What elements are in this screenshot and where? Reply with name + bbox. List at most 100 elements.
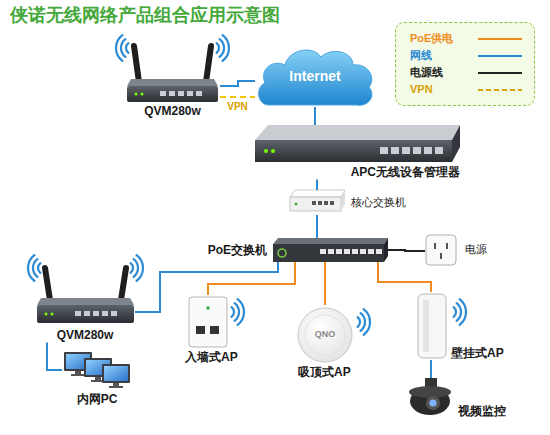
wall-mount-ap-illustration-part (418, 294, 446, 358)
connector-line (388, 250, 425, 251)
poe-switch-illustration-part (336, 249, 342, 254)
wifi-waves-part (223, 35, 229, 61)
core-switch-illustration-part (295, 203, 298, 206)
node-label: Internet (289, 68, 340, 85)
wifi-waves-part (361, 313, 365, 331)
connector-line (47, 342, 62, 370)
wifi-waves-part (33, 259, 37, 277)
router-illustration-part (169, 91, 175, 96)
core-switch-illustration-part (324, 201, 328, 205)
connector-line (430, 360, 432, 378)
controller-illustration-part (452, 125, 460, 162)
router-illustration-part (84, 311, 90, 316)
controller-illustration-part (402, 147, 410, 154)
wifi-waves-part (457, 303, 461, 321)
connector-line (135, 262, 278, 312)
wall-plate-ap-illustration-part (196, 326, 205, 334)
controller-illustration (255, 125, 460, 162)
core-switch-illustration (290, 190, 345, 211)
legend-line (478, 55, 522, 57)
legend-line (478, 89, 522, 91)
legend-text: 网线 (410, 49, 470, 62)
legend-row: 网线 (410, 47, 524, 64)
logo-text: QNO (305, 329, 345, 340)
connector-line (378, 262, 431, 292)
wall-plate-ap-illustration-part (206, 306, 210, 310)
outlet-illustration (426, 235, 456, 265)
camera-illustration-part (426, 396, 440, 410)
wall-plate-ap-illustration (189, 297, 227, 347)
router-illustration-part (127, 86, 218, 102)
icon-space (290, 190, 345, 215)
router-illustration-part (93, 311, 99, 316)
connector-line (324, 262, 326, 305)
wall-mount-ap-illustration-part (423, 300, 429, 352)
legend-text: 电源线 (410, 66, 470, 79)
camera-illustration-part (409, 386, 451, 398)
icon-space (185, 295, 250, 350)
router-illustration-part (187, 91, 193, 96)
poe-switch-illustration-part (320, 249, 326, 254)
icon-space (125, 34, 220, 104)
poe-switch-illustration-part (352, 249, 358, 254)
pc-illustration-part (75, 371, 81, 374)
router-illustration-part (141, 93, 144, 96)
poe-switch-illustration-part (376, 249, 382, 254)
wifi-waves-part (116, 35, 122, 61)
ceiling-ap-illustration-part (305, 315, 345, 355)
wifi-waves-part (235, 303, 239, 321)
router-illustration-part (45, 268, 50, 300)
router-illustration-part (51, 313, 54, 316)
core-switch-illustration-part (290, 197, 341, 211)
legend-line-sample (476, 35, 524, 43)
outlet-illustration-part (446, 243, 448, 249)
router-illustration-part (134, 46, 139, 82)
router-illustration-part (178, 91, 184, 96)
wall-plate-ap-illustration-part (189, 297, 227, 347)
controller-illustration-part (271, 149, 275, 153)
connector-line (220, 96, 255, 98)
wifi-waves-part (364, 309, 370, 335)
router-illustration-part (127, 79, 218, 86)
camera-illustration-part (425, 378, 437, 387)
router-node: QVM280w (125, 34, 220, 118)
node-label: 内网PC (77, 392, 118, 406)
wifi-waves-part (126, 43, 128, 53)
controller-illustration-part (255, 125, 460, 140)
wifi-waves-part (460, 299, 466, 325)
node-label: QVM280w (144, 104, 201, 118)
cloud-outline (259, 50, 372, 105)
icon-space (408, 378, 454, 418)
poe-switch-illustration-part (344, 249, 350, 254)
pc-illustration-part (109, 386, 123, 388)
router-illustration-part (196, 91, 202, 96)
poe-switch-illustration-part (273, 244, 384, 262)
legend-line-sample (476, 86, 524, 94)
diagram-title: 侠诺无线网络产品组合应用示意图 (10, 5, 280, 27)
connector-line (314, 107, 316, 125)
poe-switch-illustration-part (278, 249, 286, 257)
connector-line (316, 215, 318, 238)
legend-line (478, 72, 522, 74)
node-label: 吸顶式AP (298, 365, 351, 379)
icon-space (62, 350, 132, 392)
legend-text: VPN (410, 83, 470, 96)
router-illustration-part (206, 46, 211, 82)
controller-node: APC无线设备管理器 (255, 125, 460, 179)
wifi-waves-part (217, 43, 219, 53)
poe-switch-illustration-part (328, 249, 334, 254)
internet-cloud: Internet (255, 45, 375, 107)
legend-row: PoE供电 (410, 30, 524, 47)
router-illustration (37, 268, 134, 323)
connector-line (316, 179, 318, 190)
router-illustration-part (75, 311, 81, 316)
core-switch-illustration-part (290, 190, 345, 197)
legend-row: VPN (410, 81, 524, 98)
core-switch-illustration-part (318, 201, 322, 205)
outlet-illustration-part (426, 235, 456, 265)
outlet-illustration-part (434, 243, 436, 249)
node-label: 入墙式AP (185, 350, 238, 364)
outlet-illustration-part (440, 253, 442, 259)
poe-switch-illustration-part (360, 249, 366, 254)
